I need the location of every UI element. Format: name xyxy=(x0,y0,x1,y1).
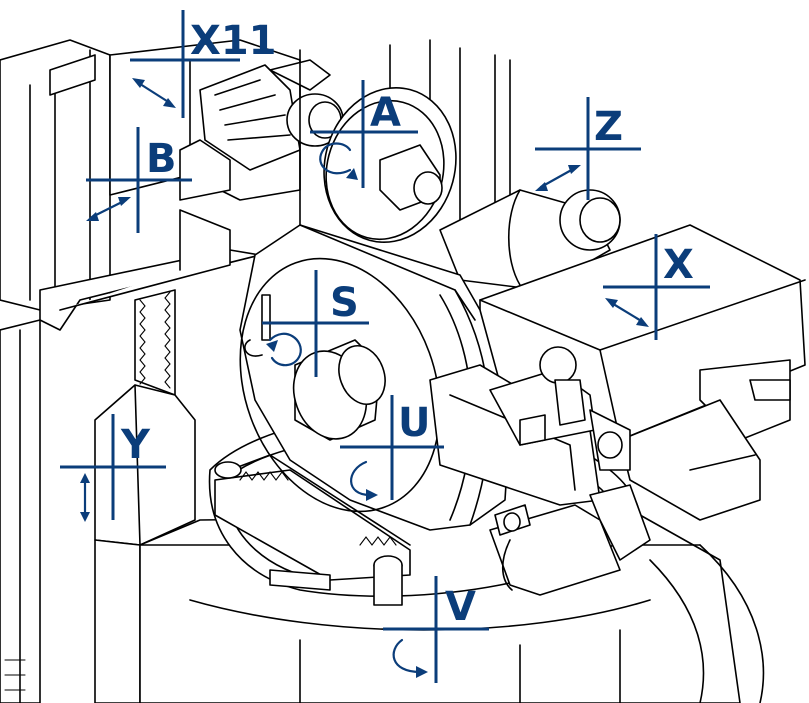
axis-z-marker: Z xyxy=(535,97,641,200)
dressing-wheel xyxy=(323,87,457,243)
axis-y-label: Y xyxy=(120,422,151,468)
axis-x-label: X xyxy=(663,242,694,288)
axis-x-marker: X xyxy=(603,234,710,340)
axis-z-label: Z xyxy=(594,104,623,150)
front-motor xyxy=(489,484,651,596)
probe-arm xyxy=(429,346,631,506)
axis-s-marker: S xyxy=(262,270,369,377)
axis-x11-label: X11 xyxy=(190,18,277,64)
x11-housing xyxy=(109,39,344,201)
axis-v-marker: V xyxy=(383,576,489,683)
clamp-vise xyxy=(214,454,411,606)
axis-a-marker: A xyxy=(310,80,418,188)
axis-u-label: U xyxy=(398,400,430,446)
axis-a-label: A xyxy=(370,90,401,136)
y-column xyxy=(94,384,196,703)
axis-x11-marker: X11 xyxy=(130,10,277,118)
axis-v-label: V xyxy=(445,584,476,630)
machine-drawing xyxy=(0,39,806,703)
axis-y-marker: Y xyxy=(60,414,166,522)
axis-b-label: B xyxy=(146,136,177,182)
left-frame xyxy=(0,39,111,703)
axis-u-marker: U xyxy=(340,395,444,501)
z-motor xyxy=(439,189,621,291)
rear-column xyxy=(299,39,511,241)
axis-s-label: S xyxy=(330,280,359,326)
axis-b-marker: B xyxy=(86,127,192,233)
